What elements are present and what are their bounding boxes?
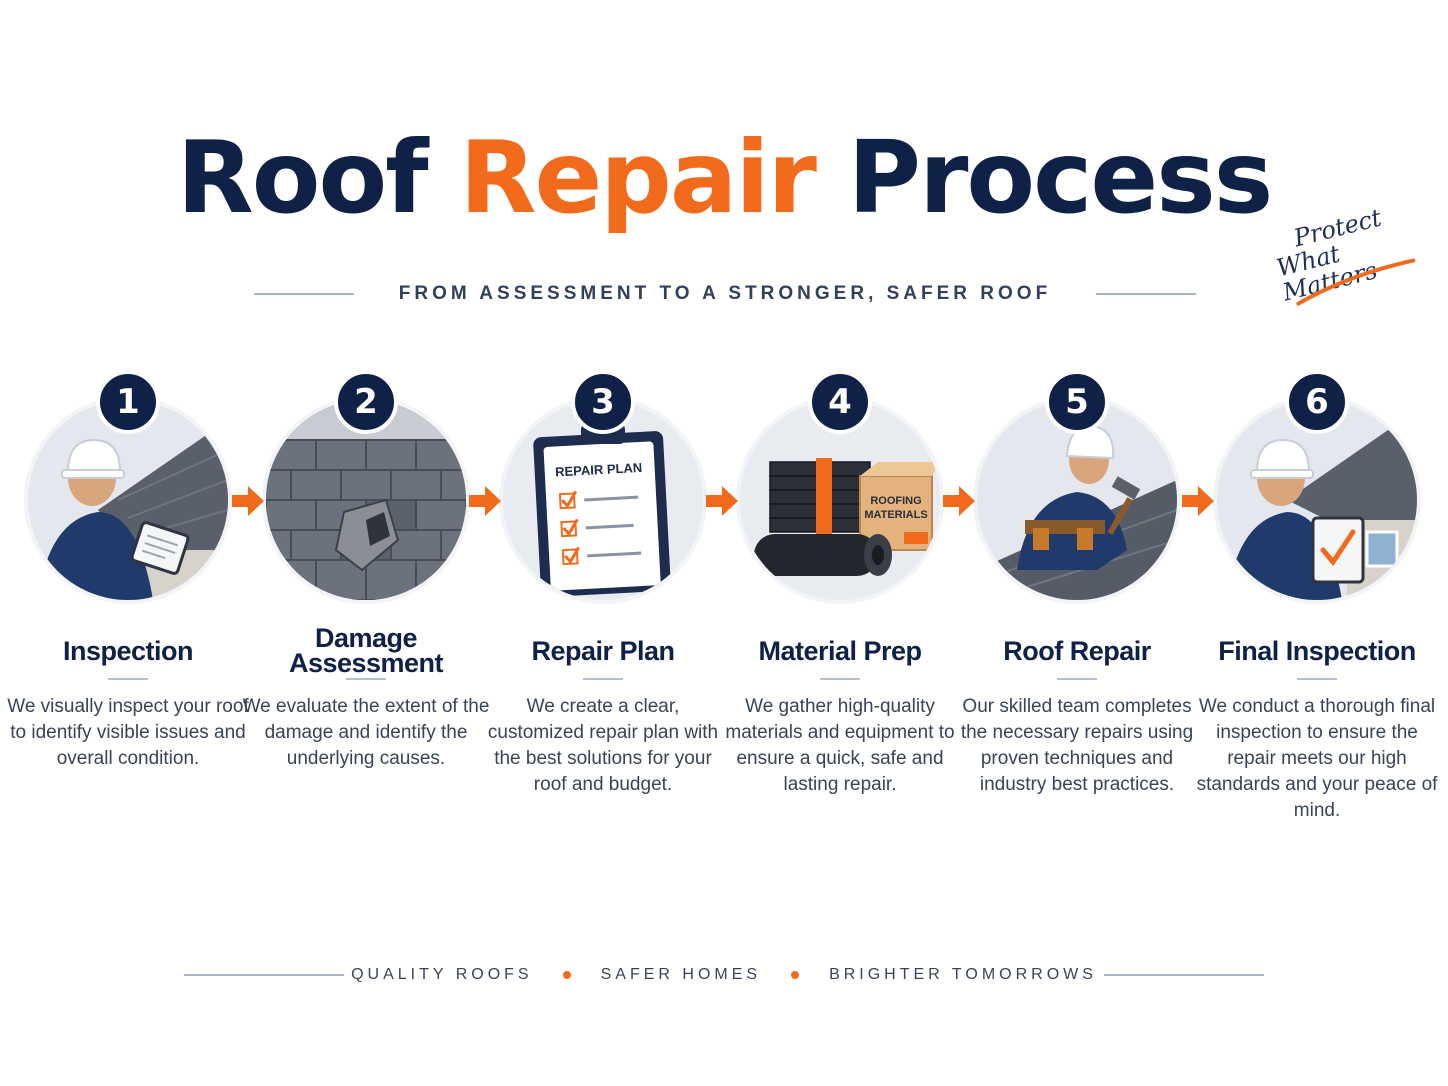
footer-item-brighter-tomorrows: BRIGHTER TOMORROWS: [829, 966, 1097, 983]
title-repair: Repair: [459, 119, 816, 236]
subtitle-right-rule: [1096, 293, 1196, 295]
step-description: We conduct a thorough final inspection t…: [1196, 696, 1438, 821]
step-number-badge: 3: [571, 370, 635, 434]
subtitle-left-rule: [254, 293, 354, 295]
footer: QUALITY ROOFS SAFER HOMES BRIGHTER TOMOR…: [184, 962, 1264, 988]
box-label-line1: ROOFING: [870, 495, 921, 507]
footer-dot-icon: [562, 971, 571, 979]
step-title: Final Inspection: [1218, 635, 1416, 666]
arrow-right-icon: [943, 486, 975, 516]
step-1: 1 Inspection We visually inspect your ro…: [7, 370, 249, 890]
step-2: 2 Damage Assessment We evaluate the exte…: [243, 370, 489, 890]
step-description: We evaluate the extent of the damage and…: [242, 696, 490, 769]
step-divider: [583, 678, 623, 680]
step-divider: [108, 678, 148, 680]
step-number-badge: 2: [334, 370, 398, 434]
footer-left-rule: [184, 974, 344, 976]
step-6: 6 Final Inspection We conduct a thorough…: [1197, 370, 1437, 890]
footer-items: QUALITY ROOFS SAFER HOMES BRIGHTER TOMOR…: [351, 966, 1097, 984]
step-description: We gather high-quality materials and equ…: [725, 696, 955, 795]
footer-right-rule: [1104, 974, 1264, 976]
footer-item-safer-homes: SAFER HOMES: [600, 966, 762, 983]
box-label-line2: MATERIALS: [864, 509, 927, 521]
step-number-badge: 5: [1045, 370, 1109, 434]
step-title: Damage Assessment: [288, 623, 444, 678]
step-number-badge: 6: [1285, 370, 1349, 434]
step-title: Inspection: [62, 635, 194, 666]
step-divider: [346, 678, 386, 680]
step-4: 4 ROOFING MATERIALS Material Prep We gat…: [722, 370, 958, 890]
clipboard-label: REPAIR PLAN: [555, 460, 643, 480]
step-divider: [1057, 678, 1097, 680]
step-number-badge: 1: [96, 370, 160, 434]
arrow-right-icon: [706, 486, 738, 516]
step-3: 3 REPAIR PLAN Repair Plan We create a cl…: [485, 370, 721, 890]
tagline-swoosh-icon: [1296, 258, 1416, 306]
title-roof: Roof: [176, 119, 429, 236]
step-number-badge: 4: [808, 370, 872, 434]
arrow-right-icon: [1182, 486, 1214, 516]
step-title: Repair Plan: [531, 635, 675, 666]
step-divider: [1297, 678, 1337, 680]
step-title: Roof Repair: [1003, 635, 1151, 666]
footer-dot-icon: [791, 971, 800, 979]
step-description: We create a clear, customized repair pla…: [487, 696, 719, 795]
page-title: Roof Repair Process: [0, 128, 1448, 228]
subtitle: FROM ASSESSMENT TO A STRONGER, SAFER ROO…: [398, 283, 1052, 304]
title-process: Process: [847, 119, 1273, 236]
footer-item-quality-roofs: QUALITY ROOFS: [351, 966, 533, 983]
subtitle-row: FROM ASSESSMENT TO A STRONGER, SAFER ROO…: [254, 282, 1196, 306]
tagline: Protect What Matters: [1268, 194, 1447, 330]
step-description: We visually inspect your roof to identif…: [7, 696, 249, 769]
step-5: 5 Roof Repair Our skilled team completes…: [959, 370, 1195, 890]
arrow-right-icon: [232, 486, 264, 516]
step-title: Material Prep: [758, 635, 922, 666]
arrow-right-icon: [469, 486, 501, 516]
step-divider: [820, 678, 860, 680]
step-description: Our skilled team completes the necessary…: [960, 696, 1194, 795]
